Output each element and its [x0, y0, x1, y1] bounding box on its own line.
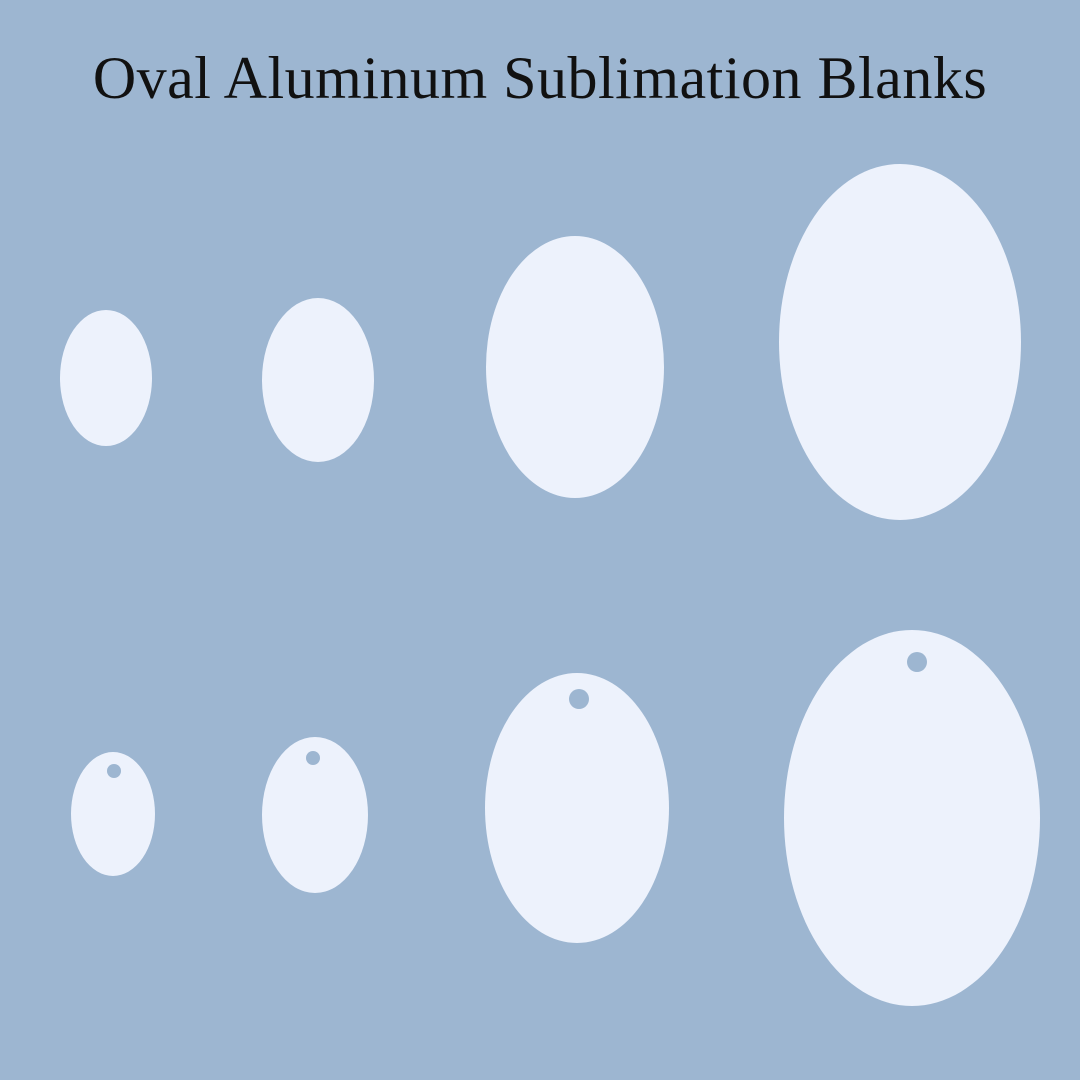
oval-blank-medium: [262, 298, 374, 462]
hanging-hole-icon: [306, 751, 320, 765]
page-title: Oval Aluminum Sublimation Blanks: [92, 45, 988, 111]
oval-blank-extra-large: [779, 164, 1021, 520]
hanging-hole-icon: [907, 652, 927, 672]
hanging-hole-icon: [107, 764, 121, 778]
oval-blank-extra-large-with-hole: [784, 630, 1040, 1006]
oval-blank-medium-with-hole: [262, 737, 368, 893]
oval-blank-large: [486, 236, 664, 498]
blank-row-without-hole: [60, 164, 1021, 520]
blank-row-with-hole: [71, 630, 1040, 1006]
hanging-hole-icon: [569, 689, 589, 709]
oval-blank-small-with-hole: [71, 752, 155, 876]
oval-blank-small: [60, 310, 152, 446]
oval-blank-large-with-hole: [485, 673, 669, 943]
